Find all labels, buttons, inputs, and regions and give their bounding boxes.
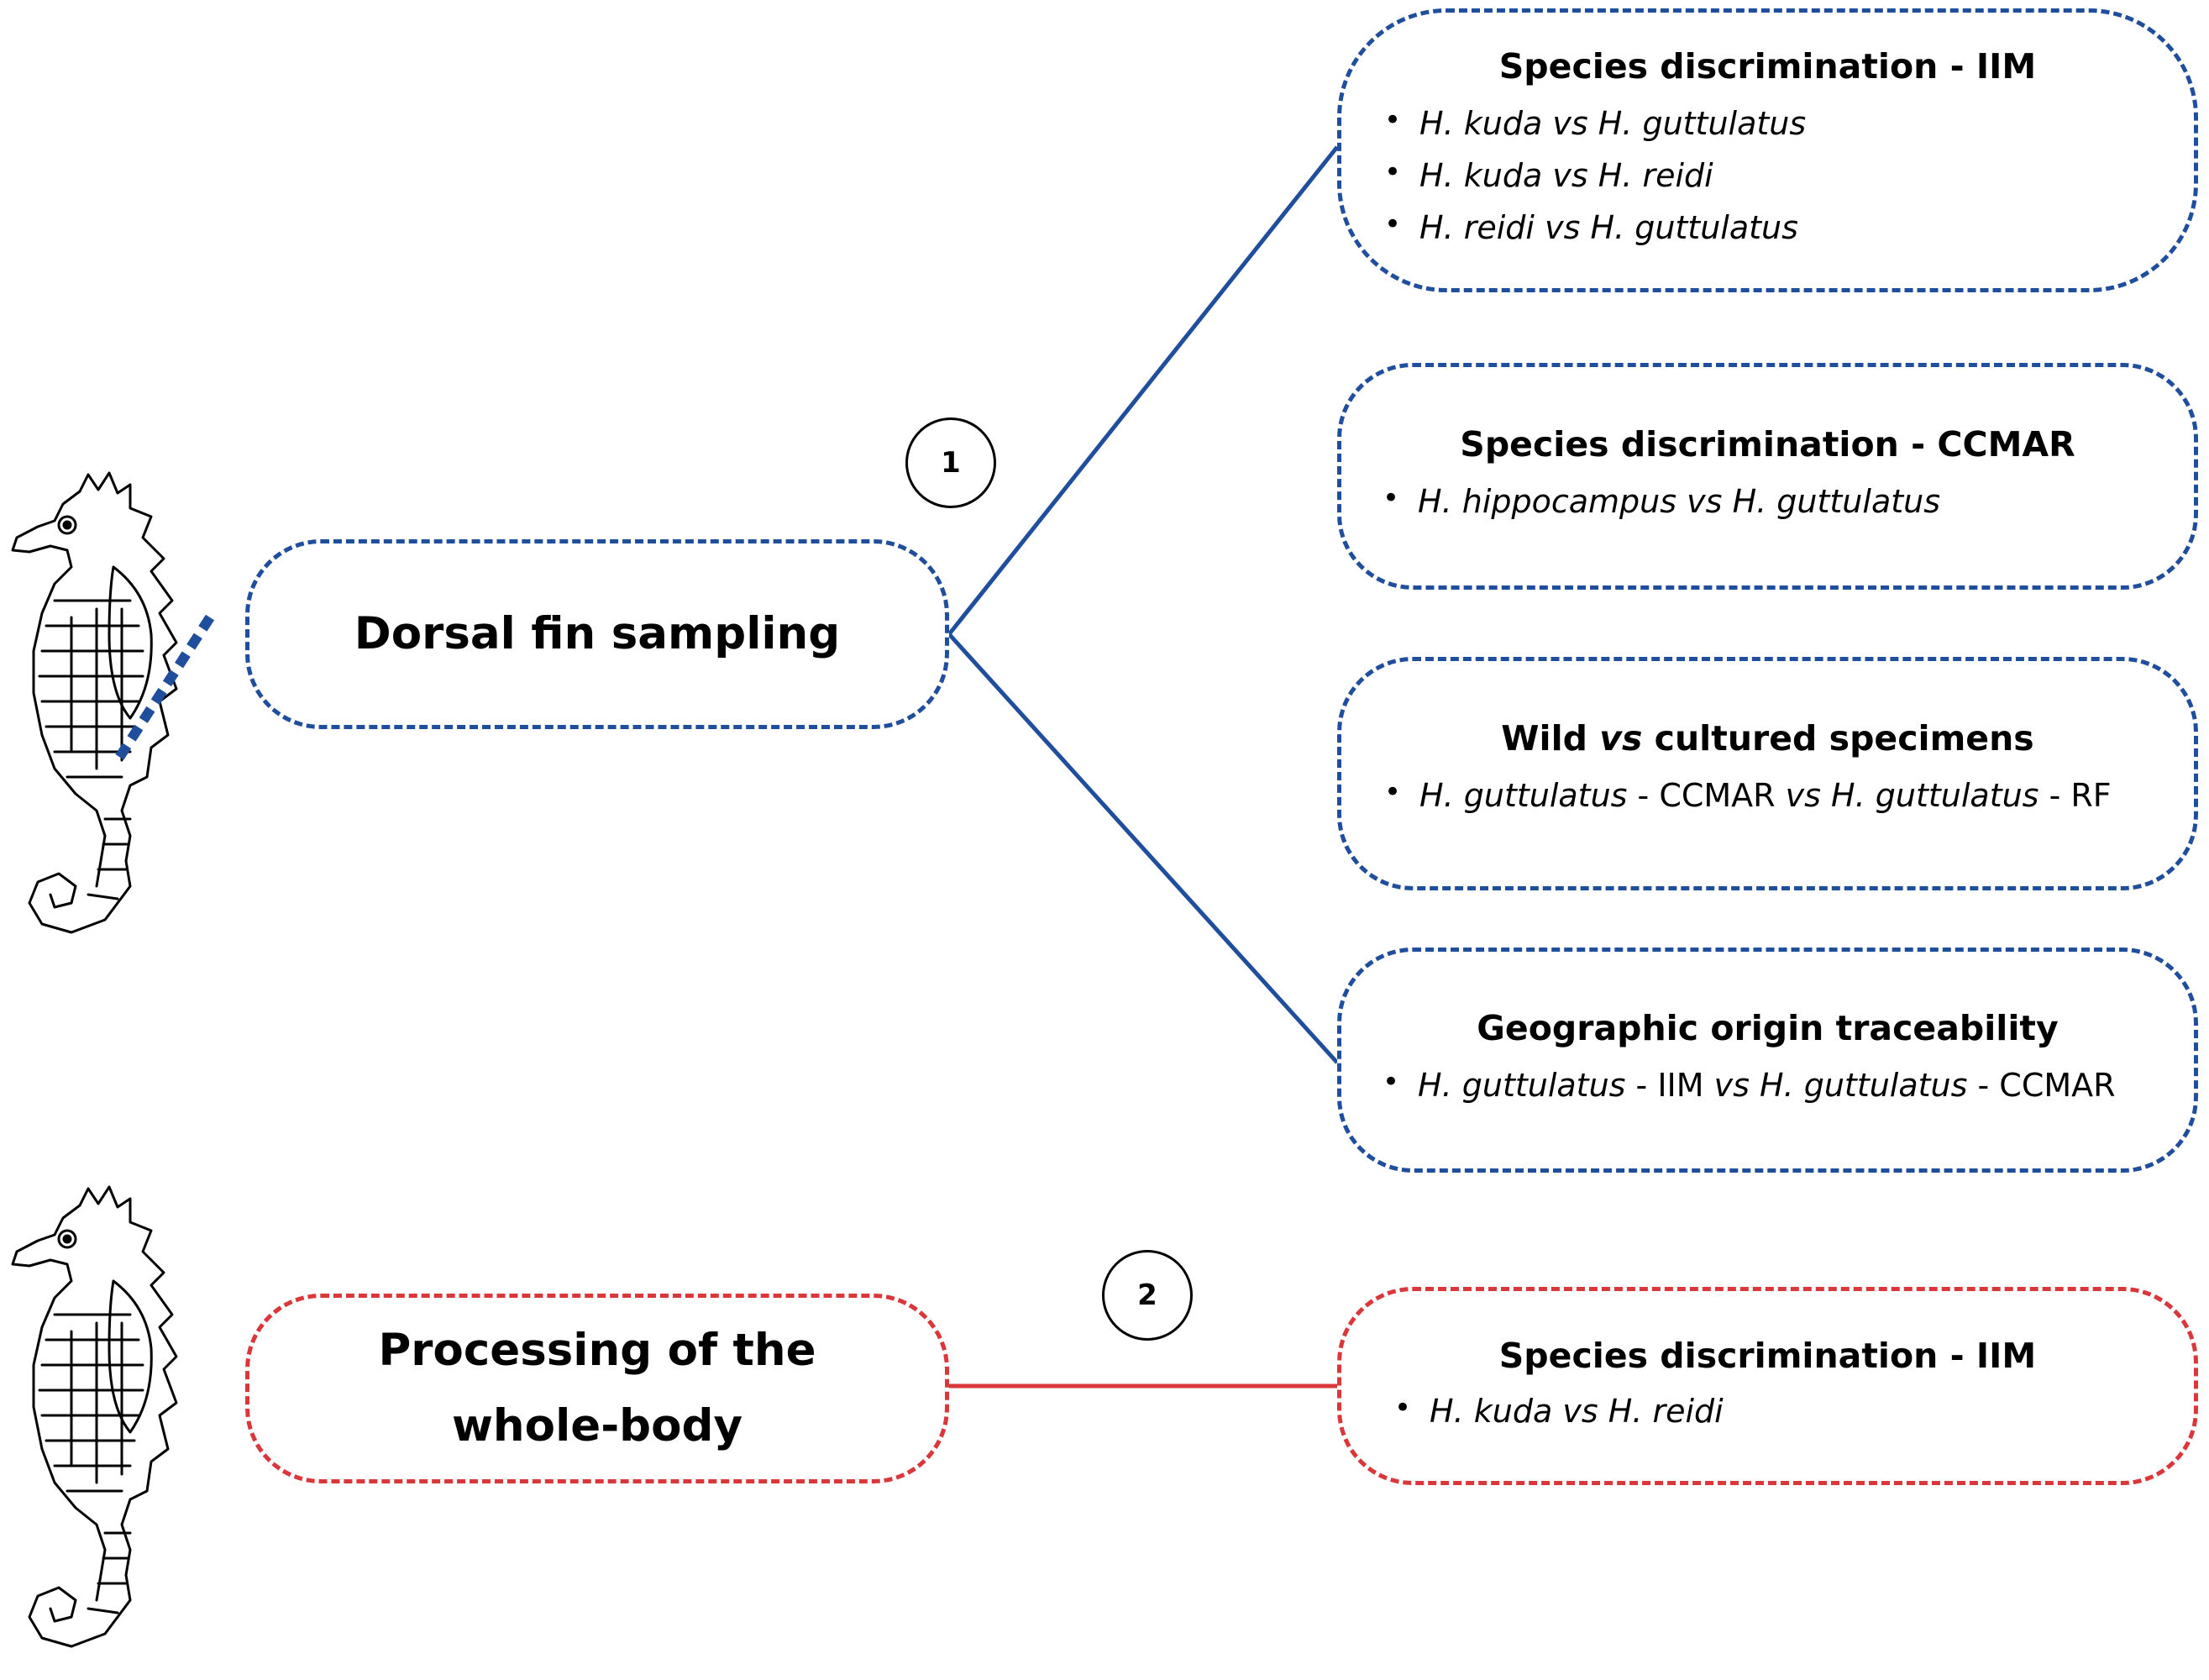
result-species-iim-wholebody-title: Species discrimination - IIM bbox=[1498, 1336, 2037, 1376]
result-species-ccmar-title: Species discrimination - CCMAR bbox=[1460, 424, 2075, 465]
result-species-iim-wholebody-box bbox=[1337, 1287, 2198, 1485]
list-item: H. kuda vs H. reidi bbox=[1384, 155, 1713, 194]
whole-body-box bbox=[245, 1294, 949, 1483]
result-wild-cultured-box bbox=[1337, 657, 2198, 890]
sampling-mark bbox=[113, 614, 214, 764]
list-item: H. kuda vs H. guttulatus bbox=[1384, 103, 1806, 142]
whole-body-label: Processing of the whole-body bbox=[378, 1325, 816, 1452]
list-item: H. guttulatus - IIM vs H. guttulatus - C… bbox=[1383, 1065, 2116, 1104]
result-wild-cultured-title: Wild vs cultured specimens bbox=[1501, 718, 2034, 759]
dorsal-fin-sampling-box bbox=[245, 539, 949, 729]
seahorse-icon bbox=[11, 471, 214, 934]
dorsal-fin-sampling-label: Dorsal fin sampling bbox=[354, 608, 841, 659]
step-1-marker: 1 bbox=[905, 417, 996, 508]
result-geographic-origin-box bbox=[1337, 948, 2198, 1173]
list-item: H. hippocampus vs H. guttulatus bbox=[1383, 481, 1940, 520]
seahorse-icon bbox=[11, 1185, 178, 1648]
connector-dorsal-to-geo bbox=[947, 633, 1339, 1064]
result-geographic-origin-title: Geographic origin traceability bbox=[1477, 1008, 2059, 1048]
list-item: H. guttulatus - CCMAR vs H. guttulatus -… bbox=[1384, 775, 2112, 814]
result-species-iim-title: Species discrimination - IIM bbox=[1498, 46, 2037, 87]
step-2-marker: 2 bbox=[1102, 1250, 1193, 1341]
list-item: H. kuda vs H. reidi bbox=[1394, 1391, 1724, 1430]
result-species-ccmar-box bbox=[1337, 363, 2198, 590]
connector-dorsal-to-iim bbox=[947, 145, 1339, 636]
list-item: H. reidi vs H. guttulatus bbox=[1384, 207, 1798, 246]
